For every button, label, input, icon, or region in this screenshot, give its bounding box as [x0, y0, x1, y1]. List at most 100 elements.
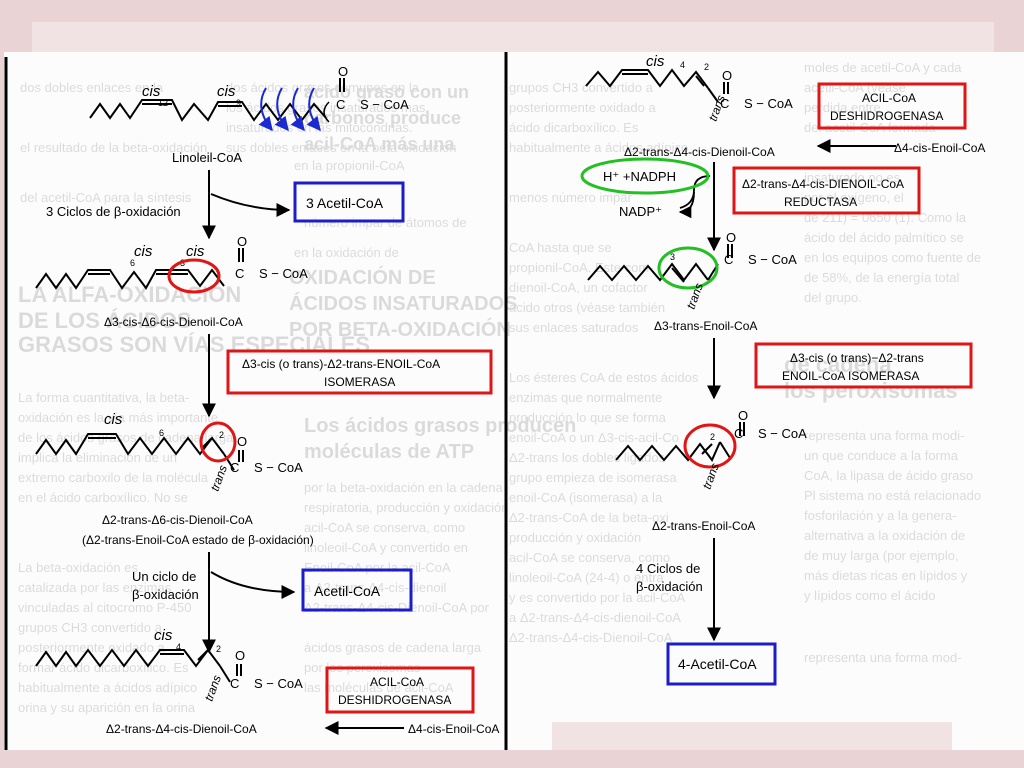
svg-text:moléculas de ATP: moléculas de ATP	[304, 441, 474, 463]
svg-text:del grupo.: del grupo.	[804, 290, 862, 305]
enzyme-isomerasa-1-line1: Δ3-cis (o trans)-Δ2-trans-ENOIL-CoA	[242, 357, 440, 371]
svg-text:fosforilación y a la genera-: fosforilación y a la genera-	[804, 508, 956, 523]
compound-enoil-4-right: Δ4-cis-Enoil-CoA	[894, 141, 985, 155]
svg-text:y es convertido por la acil-Co: y es convertido por la acil-CoA	[509, 590, 686, 605]
s-coa-7: S − CoA	[758, 426, 807, 441]
svg-text:oxidación es la vía más import: oxidación es la vía más importante	[18, 410, 218, 425]
label-trans-1: trans	[208, 463, 230, 493]
carbon-3: C	[230, 460, 239, 475]
svg-text:acil-CoA se conserva, como: acil-CoA se conserva, como	[509, 550, 670, 565]
product-4-acetil-coa: 4-Acetil-CoA	[678, 656, 757, 672]
svg-text:dos ácidos grasos comunes en l: dos ácidos grasos comunes en la	[226, 80, 420, 95]
structure-dienoil-3-6	[35, 248, 244, 290]
svg-text:insaturado no es: insaturado no es	[804, 170, 901, 185]
svg-text:linoleoil-CoA (24-4) o entra: linoleoil-CoA (24-4) o entra	[509, 570, 664, 585]
oxygen-6: O	[726, 230, 736, 245]
highlight-cis-bond	[167, 258, 221, 294]
svg-text:vinculadas al citocromo P-450: vinculadas al citocromo P-450	[18, 600, 191, 615]
enzyme-reductasa-line2: REDUCTASA	[784, 195, 857, 209]
svg-text:representa una forma modi-: representa una forma modi-	[804, 428, 964, 443]
carbon-1: C	[336, 97, 345, 112]
svg-text:en la propionil-CoA: en la propionil-CoA	[294, 158, 405, 173]
num-6a: 6	[130, 258, 135, 268]
carbon-2: C	[235, 266, 244, 281]
svg-text:La forma cuantitativa, la beta: La forma cuantitativa, la beta-	[18, 390, 189, 405]
svg-text:respiratoria, producción y oxi: respiratoria, producción y oxidación	[304, 500, 509, 515]
svg-text:dos dobles enlaces en la: dos dobles enlaces en la	[20, 80, 164, 95]
compound-enoil-4-left: Δ4-cis-Enoil-CoA	[408, 722, 499, 736]
electron-arrows	[258, 87, 321, 132]
svg-text:Los ácidos grasos producen: Los ácidos grasos producen	[304, 415, 576, 437]
enzyme-acil-1-line1: ACIL-CoA	[370, 675, 424, 689]
svg-text:Δ2-trans los dobles ligados: Δ2-trans los dobles ligados	[509, 450, 666, 465]
structure-dienoil-2-4	[35, 648, 242, 683]
s-coa-6: S − CoA	[748, 252, 797, 267]
label-cis-9: cis	[217, 83, 236, 100]
svg-text:grupo empieza de isomerasa: grupo empieza de isomerasa	[509, 470, 677, 485]
svg-text:Los ésteres CoA de estos ácido: Los ésteres CoA de estos ácidos	[509, 370, 699, 385]
structure-dienoil-2-6	[35, 433, 244, 471]
svg-text:GRASOS SON VÍAS ESPECIALES: GRASOS SON VÍAS ESPECIALES	[18, 332, 370, 357]
svg-text:acil-CoA más una: acil-CoA más una	[304, 134, 455, 154]
s-coa-1: S − CoA	[360, 97, 409, 112]
svg-text:por el oxígeno, el: por el oxígeno, el	[804, 190, 904, 205]
svg-text:extremo carboxilo de la molécu: extremo carboxilo de la molécula	[18, 470, 209, 485]
oxygen-5: O	[722, 68, 732, 83]
top-band	[32, 22, 994, 52]
svg-text:grupos CH3 convertido a: grupos CH3 convertido a	[18, 620, 163, 635]
cofactor-curve-bottom	[678, 191, 695, 219]
num-9: 9	[236, 98, 241, 108]
cofactor-curve-top	[679, 175, 711, 209]
svg-text:posteriormente oxidado a: posteriormente oxidado a	[509, 100, 656, 115]
svg-text:linoleoil-CoA y convertido en: linoleoil-CoA y convertido en	[304, 540, 468, 555]
label-trans-4: trans	[684, 281, 706, 311]
svg-text:dienoil-CoA, un cofactor: dienoil-CoA, un cofactor	[509, 280, 648, 295]
num-2b: 2	[216, 644, 221, 654]
svg-text:representa una forma mod-: representa una forma mod-	[804, 650, 962, 665]
svg-text:menos número impar: menos número impar	[509, 190, 632, 205]
svg-text:el resultado de la beta-oxidac: el resultado de la beta-oxidación	[20, 140, 207, 155]
svg-text:habitualmente a ácidos adípico: habitualmente a ácidos adípico	[18, 680, 197, 695]
bottom-band	[552, 722, 952, 750]
svg-text:del acetil-CoA para la síntesi: del acetil-CoA para la síntesis	[20, 190, 192, 205]
highlight-trans-bond-2	[683, 423, 737, 469]
svg-text:ácido otros (véase también: ácido otros (véase también	[509, 300, 665, 315]
s-coa-3: S − CoA	[254, 460, 303, 475]
svg-text:propionil-CoA. Este com-: propionil-CoA. Este com-	[509, 260, 654, 275]
product-box-acetil	[301, 568, 413, 612]
label-cis-3: cis	[186, 243, 205, 260]
num-4a: 4	[176, 642, 181, 652]
enzyme-box-isomerasa-2	[754, 342, 973, 389]
carbon-7: C	[734, 426, 743, 441]
num-12: 12	[158, 98, 168, 108]
svg-text:de muy larga (por ejemplo,: de muy larga (por ejemplo,	[804, 548, 959, 563]
arrow-side-1	[210, 193, 291, 217]
svg-text:alternativa a la oxidación de: alternativa a la oxidación de	[804, 528, 965, 543]
enzyme-isomerasa-2-line1: Δ3-cis (o trans)−Δ2-trans	[790, 351, 924, 365]
label-cis-4a: cis	[154, 627, 173, 644]
svg-text:DE LOS ÁCIDOS: DE LOS ÁCIDOS	[18, 308, 192, 333]
cofactor-nadph: H⁺ +NADPH	[603, 169, 676, 184]
compound-dienoil-2-4-left: Δ2-trans-Δ4-cis-Dienoil-CoA	[106, 722, 257, 736]
svg-text:ácido graso con un: ácido graso con un	[304, 82, 469, 102]
svg-text:implica la eliminación de un: implica la eliminación de un	[18, 450, 177, 465]
oxygen-7: O	[738, 408, 748, 423]
svg-text:sus enlaces saturados: sus enlaces saturados	[509, 320, 639, 335]
svg-text:en la oxidación de: en la oxidación de	[294, 245, 399, 260]
highlight-enoil-3	[657, 246, 719, 290]
enzyme-acil-2-line2: DESHIDROGENASA	[830, 109, 943, 123]
s-coa-5: S − CoA	[744, 96, 793, 111]
svg-text:acil-CoA se conserva, como: acil-CoA se conserva, como	[304, 520, 465, 535]
textbook-scan: dos ácidos grasos comunes en la los ácid…	[4, 52, 1024, 750]
product-box-4-acetil	[666, 642, 777, 686]
svg-text:producción y oxidación: producción y oxidación	[509, 530, 641, 545]
svg-text:enoil-CoA o un Δ3-cis-acil-Co: enoil-CoA o un Δ3-cis-acil-Co	[509, 430, 679, 445]
s-coa-2: S − CoA	[259, 266, 308, 281]
enzyme-box-isomerasa-1	[226, 349, 493, 395]
svg-text:a Δ2-trans-Δ4-cis-dienoil-CoA: a Δ2-trans-Δ4-cis-dienoil-CoA	[509, 610, 681, 625]
enzyme-reductasa-line1: Δ2-trans-Δ4-cis-DIENOIL-CoA	[742, 177, 904, 191]
svg-text:La beta-oxidación es: La beta-oxidación es	[18, 560, 138, 575]
svg-text:más dietas ricas en lípidos y: más dietas ricas en lípidos y	[804, 568, 968, 583]
arrow-side-2	[210, 571, 296, 599]
